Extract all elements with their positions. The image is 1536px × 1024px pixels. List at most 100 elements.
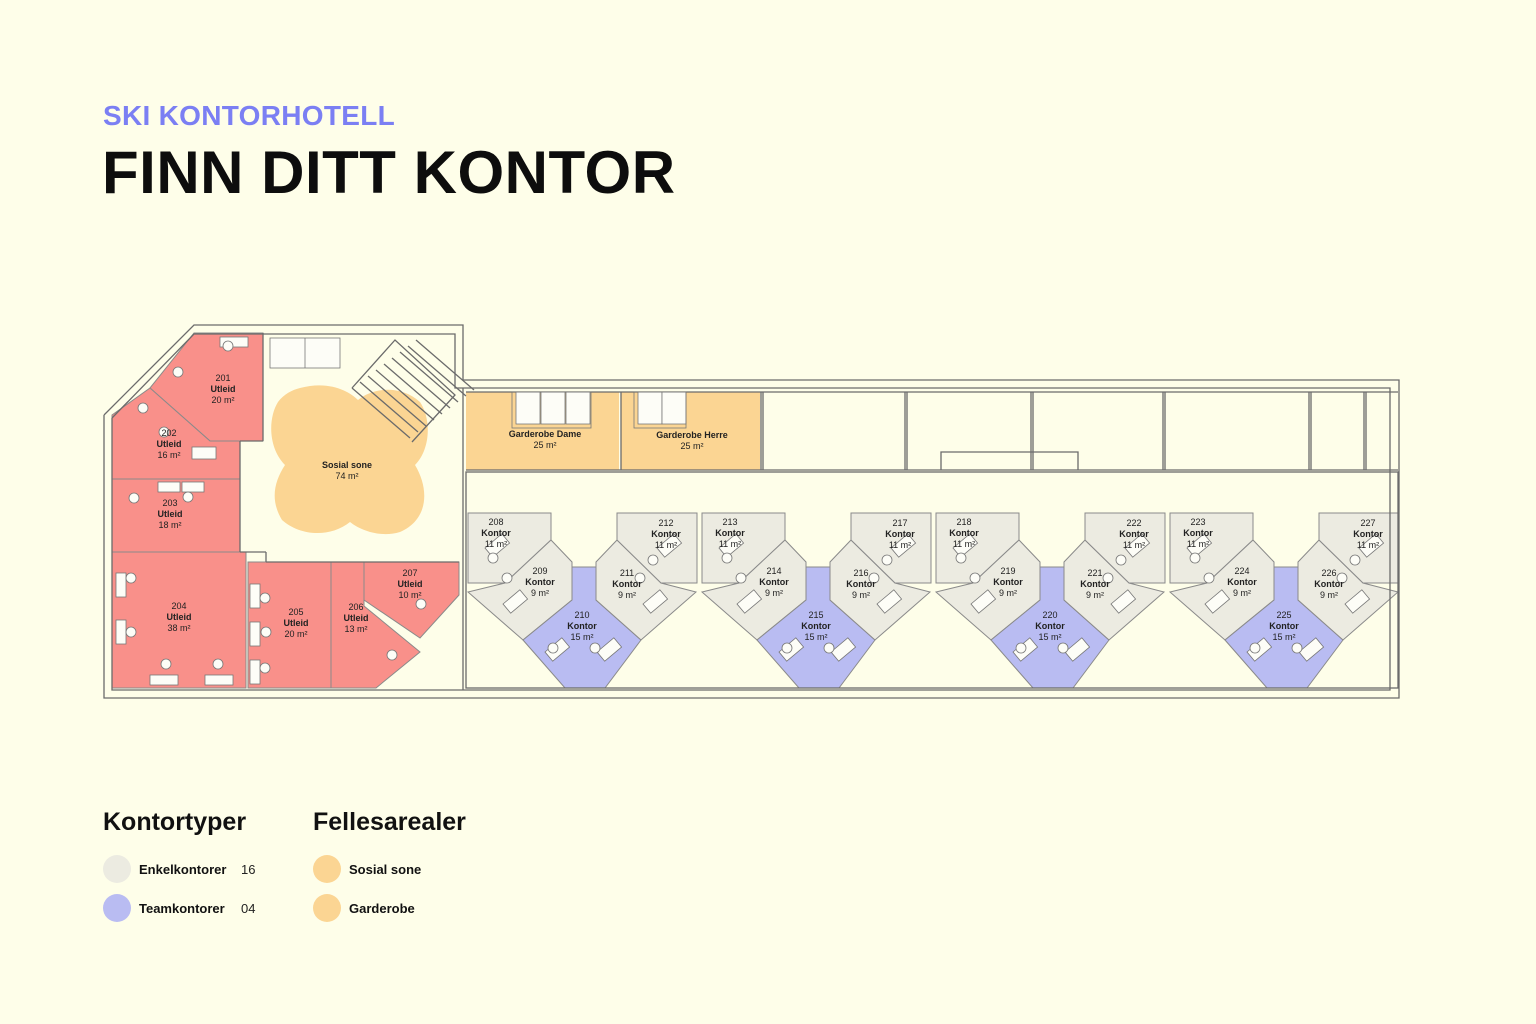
- desk: [502, 589, 529, 614]
- locker-frame: [633, 391, 687, 429]
- chair: [721, 552, 733, 564]
- chair: [1015, 642, 1027, 654]
- stair-step: [367, 375, 427, 427]
- stair-step: [415, 339, 475, 391]
- desk: [191, 446, 217, 460]
- legend-item-social: Sosial sone: [313, 855, 466, 883]
- stair-step: [407, 345, 467, 397]
- desk: [830, 637, 857, 662]
- chair: [172, 366, 184, 378]
- desk: [115, 572, 127, 598]
- legend-common-areas: Fellesarealer Sosial sone Garderobe: [313, 808, 466, 933]
- desk: [249, 583, 261, 609]
- chair: [1115, 554, 1127, 566]
- legend-count: 16: [241, 861, 256, 877]
- chair: [634, 572, 646, 584]
- locker-frame: [511, 391, 592, 429]
- legend-label: Garderobe: [349, 900, 415, 916]
- chair: [125, 626, 137, 638]
- desk: [484, 533, 511, 558]
- chair: [647, 554, 659, 566]
- chair: [222, 340, 234, 352]
- desk: [115, 619, 127, 645]
- office-wing-wall: [465, 471, 1399, 689]
- legend-item-wardrobe: Garderobe: [313, 894, 466, 922]
- desk: [656, 533, 683, 558]
- desk: [249, 621, 261, 647]
- desk: [249, 659, 261, 685]
- chair: [881, 554, 893, 566]
- chair: [260, 626, 272, 638]
- legend-office-types: Kontortyper Enkelkontorer 16 Teamkontore…: [103, 808, 255, 933]
- desk: [157, 481, 181, 493]
- legend-item-team: Teamkontorer 04: [103, 894, 255, 922]
- chair: [1349, 554, 1361, 566]
- inner-wall: [111, 333, 1391, 691]
- single-office-swatch: [103, 855, 131, 883]
- chair: [1336, 572, 1348, 584]
- chair: [158, 426, 170, 438]
- desk: [1124, 533, 1151, 558]
- stair-step: [375, 369, 435, 421]
- desk: [1186, 533, 1213, 558]
- walls: [103, 324, 1400, 699]
- desk: [876, 589, 903, 614]
- chair: [1102, 572, 1114, 584]
- chair: [735, 572, 747, 584]
- chair: [1291, 642, 1303, 654]
- chair: [125, 572, 137, 584]
- chair: [212, 658, 224, 670]
- wardrobe-swatch: [313, 894, 341, 922]
- desk: [1358, 533, 1385, 558]
- chair: [259, 592, 271, 604]
- chair: [955, 552, 967, 564]
- stair-step: [399, 351, 459, 403]
- social-zone-area: [271, 385, 428, 535]
- chair: [589, 642, 601, 654]
- page-title: FINN DITT KONTOR: [102, 139, 676, 206]
- legend-count: 04: [241, 900, 256, 916]
- desk: [1110, 589, 1137, 614]
- locker: [637, 391, 663, 425]
- locker: [540, 391, 566, 425]
- locker: [515, 391, 541, 425]
- site-subtitle: SKI KONTORHOTELL: [103, 100, 396, 131]
- chair: [1057, 642, 1069, 654]
- outer-wall: [103, 324, 1400, 699]
- desk: [204, 674, 234, 686]
- chair: [868, 572, 880, 584]
- desk: [1064, 637, 1091, 662]
- desk: [642, 589, 669, 614]
- chair: [1203, 572, 1215, 584]
- desk: [596, 637, 623, 662]
- chair: [1189, 552, 1201, 564]
- chair: [259, 662, 271, 674]
- legend-common-title: Fellesarealer: [313, 808, 466, 836]
- chair: [781, 642, 793, 654]
- legend-label: Teamkontorer: [139, 900, 225, 916]
